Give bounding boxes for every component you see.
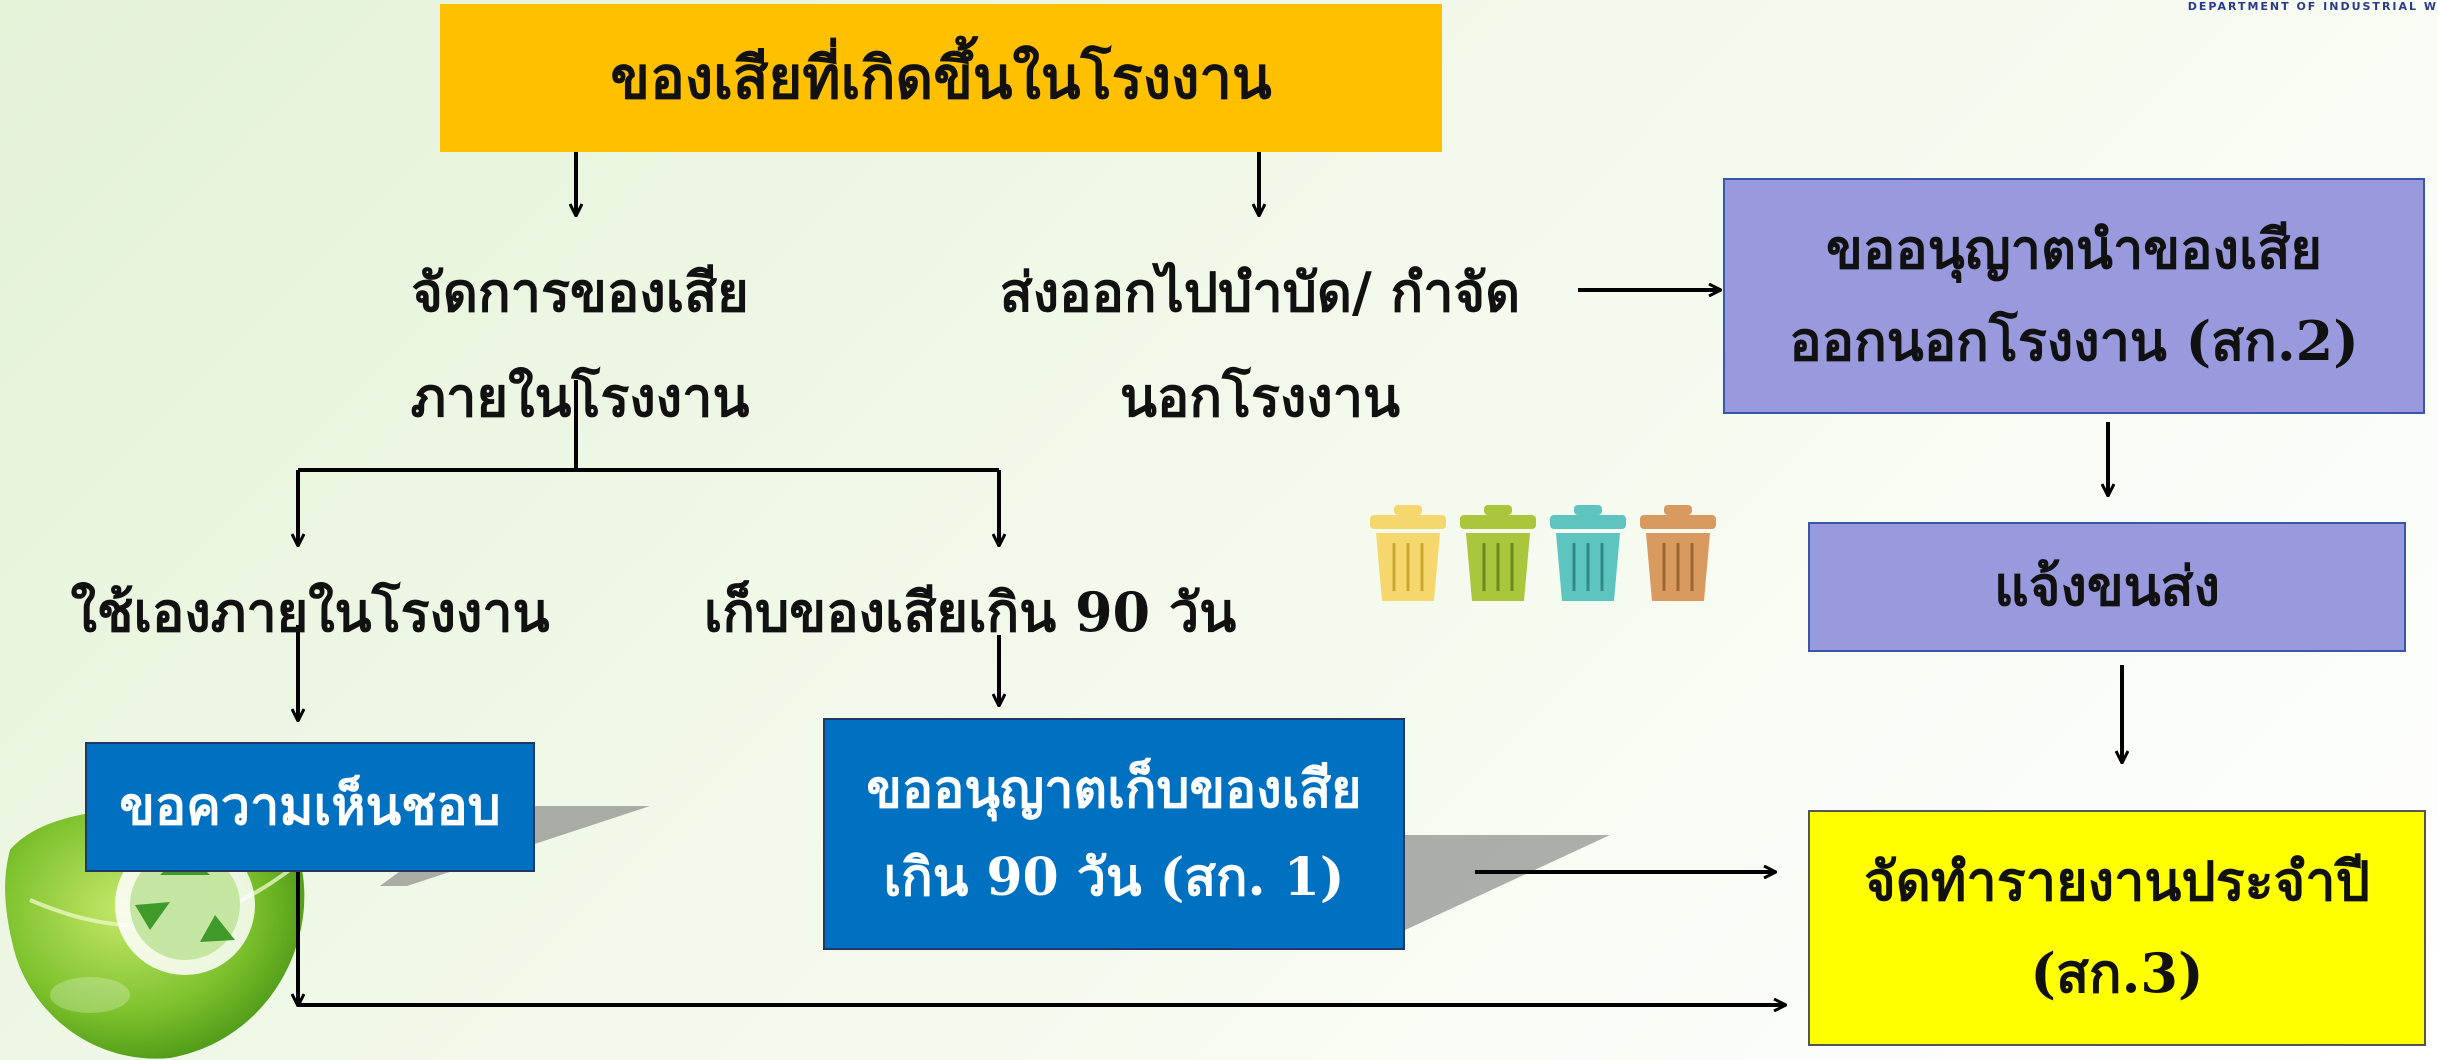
store-over-90-label: เก็บของเสียเกิน 90 วัน [703,580,1237,644]
annual-report-line2: (สก.3) [2030,941,2204,1005]
annual-report-line1: จัดทำรายงานประจำปี [1864,849,2370,914]
annual-report-box: จัดทำรายงานประจำปี (สก.3) [1808,810,2426,1046]
teal-trash-bin-icon [1550,505,1626,601]
permit-remove-line2: ออกนอกโรงงาน (สก.2) [1789,309,2359,373]
manage-inside-line2: ภายในโรงงาน [410,365,750,430]
send-outside-line1: ส่งออกไปบำบัด/ กำจัด [999,260,1521,324]
permit-store-line1: ขออนุญาตเก็บของเสีย [866,758,1362,820]
waste-generated-box: ของเสียที่เกิดขึ้นในโรงงาน [440,4,1442,152]
send-outside-label: ส่งออกไปบำบัด/ กำจัด นอกโรงงาน [985,240,1535,451]
permit-remove-line1: ขออนุญาตนำของเสีย [1825,217,2323,282]
green-trash-bin-icon [1460,505,1536,601]
permit-store-line2: เกิน 90 วัน (สก. 1) [883,847,1345,908]
permit-remove-box: ขออนุญาตนำของเสีย ออกนอกโรงงาน (สก.2) [1723,178,2425,414]
yellow-trash-bin-icon [1370,505,1446,601]
manage-inside-line1: จัดการของเสีย [411,260,749,324]
use-inside-label: ใช้เองภายในโรงงาน [70,580,550,644]
request-approval-box: ขอความเห็นชอบ [85,742,535,872]
manage-inside-label: จัดการของเสีย ภายในโรงงาน [360,240,800,451]
request-approval-label: ขอความเห็นชอบ [119,775,501,837]
notify-transport-label: แจ้งขนส่ง [1994,554,2220,619]
waste-generated-label: ของเสียที่เกิดขึ้นในโรงงาน [610,43,1272,112]
permit-store-box: ขออนุญาตเก็บของเสีย เกิน 90 วัน (สก. 1) [823,718,1405,950]
orange-trash-bin-icon [1640,505,1716,601]
send-outside-line2: นอกโรงงาน [1119,365,1401,430]
trash-bins-group [1368,505,1718,605]
department-header-text: DEPARTMENT OF INDUSTRIAL W [2187,0,2438,13]
notify-transport-box: แจ้งขนส่ง [1808,522,2406,652]
